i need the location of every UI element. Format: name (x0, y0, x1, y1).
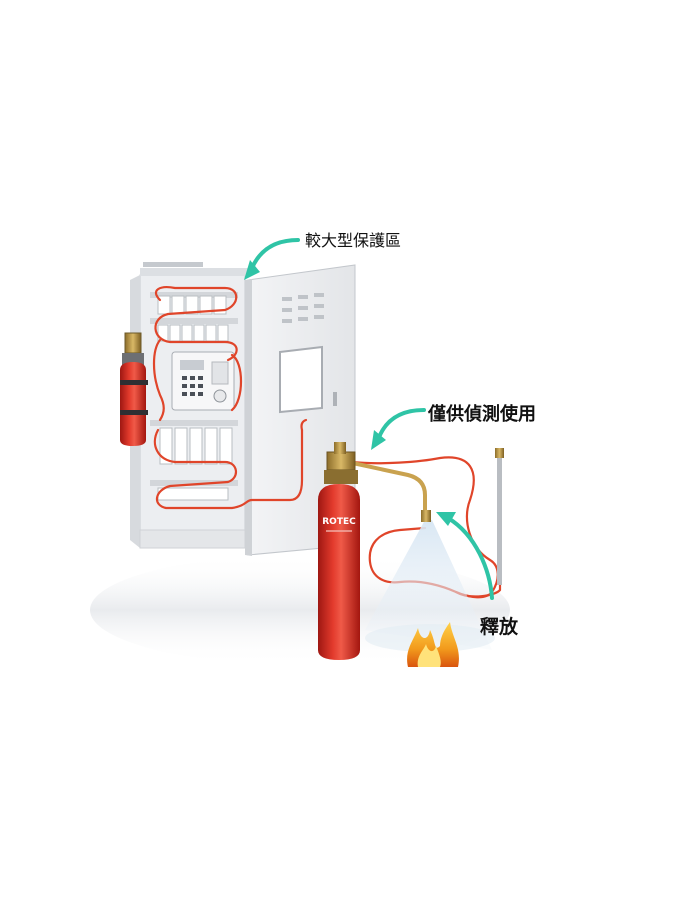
label-large-protection-area: 較大型保護區 (305, 231, 402, 250)
label-release: 釋放 (480, 616, 519, 638)
label-detection-only: 僅供偵測使用 (428, 404, 536, 425)
main-fire-extinguisher-cylinder: ROTEC (318, 442, 360, 660)
arrow-large-area (250, 238, 300, 270)
extinguishing-spray (365, 520, 492, 650)
detection-probe (495, 448, 504, 585)
breaker-row (157, 295, 233, 501)
arrow-detection (376, 408, 426, 442)
cylinder-brand-text: ROTEC (322, 517, 356, 527)
discharge-pipe (346, 460, 427, 514)
electrical-cabinet (130, 262, 248, 549)
small-fire-extinguisher-cylinder (120, 332, 148, 446)
arrow-heads (244, 260, 456, 526)
arrow-release (446, 516, 494, 600)
fire-icon (407, 622, 459, 667)
control-panel (171, 351, 235, 411)
discharge-nozzle (421, 510, 431, 522)
